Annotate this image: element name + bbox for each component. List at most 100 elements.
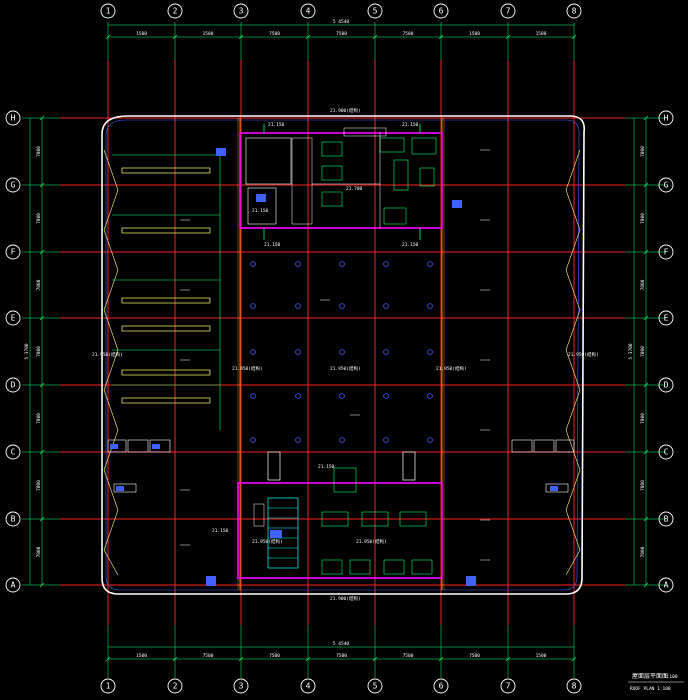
svg-text:F: F: [664, 248, 669, 257]
left-dimension-segment: 7800: [36, 279, 42, 290]
axis-bubble-top-5: 5: [367, 3, 383, 19]
axis-bubble-left-E: E: [5, 310, 21, 326]
bottom-dimension-segment: 7500: [336, 653, 347, 659]
right-dimension-segment: 7800: [640, 146, 646, 157]
label-top-edge: 21.900(结构): [330, 107, 361, 114]
axis-bubble-left-G: G: [5, 177, 21, 193]
axis-bubble-left-A: A: [5, 577, 21, 593]
axis-bubble-bottom-1: 1: [100, 678, 116, 694]
left-dimension-segment: 7800: [36, 346, 42, 357]
roof-drain-icon: [383, 303, 389, 309]
svg-text:2: 2: [173, 7, 178, 16]
roof-drain-icon: [383, 261, 389, 267]
top-dimension-segment: 7500: [403, 31, 414, 37]
right-dimension-segment: 7800: [640, 480, 646, 491]
axis-bubble-right-G: G: [658, 177, 674, 193]
axis-bubble-right-B: B: [658, 511, 674, 527]
axis-bubble-bottom-6: 6: [433, 678, 449, 694]
left-dimension-segment: 7800: [36, 413, 42, 424]
top-dimension-segment: 7500: [269, 31, 280, 37]
axis-bubble-left-H: H: [5, 110, 21, 126]
axis-bubble-top-6: 6: [433, 3, 449, 19]
bottom-dimension-segment: 1500: [536, 653, 547, 659]
label-core-lower-stair: 21.950(结构): [252, 538, 283, 545]
svg-text:3: 3: [239, 682, 244, 691]
top-dimension-segment: 1500: [136, 31, 147, 37]
roof-drain-icon: [295, 303, 301, 309]
roof-drain-icon: [339, 303, 345, 309]
axis-bubble-right-C: C: [658, 444, 674, 460]
right-dimension-segment: 7800: [640, 546, 646, 557]
roof-drain-icon: [427, 437, 433, 443]
svg-text:A: A: [664, 581, 669, 590]
label-left-wing: 21.950(结构): [92, 351, 123, 358]
roof-drain-icon: [427, 261, 433, 267]
svg-text:A: A: [11, 581, 16, 590]
right-dimension-segment: 7800: [640, 413, 646, 424]
label-center-right: 21.950(结构): [436, 365, 467, 372]
roof-drain-icon: [250, 437, 256, 443]
right-dimension-segment: 7800: [640, 213, 646, 224]
svg-text:D: D: [11, 381, 16, 390]
svg-text:E: E: [664, 314, 669, 323]
axis-bubble-bottom-4: 4: [300, 678, 316, 694]
top-dimension-segment: 1500: [469, 31, 480, 37]
left-dimension-segment: 7800: [36, 213, 42, 224]
label-core-lower-mid: 21.950(结构): [356, 538, 387, 545]
svg-text:4: 4: [306, 682, 311, 691]
svg-text:H: H: [664, 114, 669, 123]
svg-text:6: 6: [439, 682, 444, 691]
bottom-dimension-segment: 7500: [269, 653, 280, 659]
svg-text:6: 6: [439, 7, 444, 16]
roof-drain-icon: [295, 393, 301, 399]
bottom-dimension-segment: 7500: [403, 653, 414, 659]
svg-text:E: E: [11, 314, 16, 323]
right-dimension-segment: 7800: [640, 346, 646, 357]
svg-text:B: B: [11, 515, 16, 524]
axis-grid-lines: [22, 22, 666, 678]
row-c-fixtures: [107, 439, 575, 493]
axis-bubble-right-E: E: [658, 310, 674, 326]
level-labels: 21.900(结构) 21.900(结构) 21.950(结构) 21.950(…: [92, 107, 599, 602]
left-dimension-segment: 7800: [36, 546, 42, 557]
axis-bubble-right-F: F: [658, 244, 674, 260]
svg-text:5: 5: [373, 682, 378, 691]
roof-drain-icon: [250, 261, 256, 267]
building-outline: [101, 115, 586, 595]
axis-bubble-bottom-8: 8: [566, 678, 582, 694]
roof-drain-icon: [339, 261, 345, 267]
roof-drain-icon: [339, 349, 345, 355]
axis-bubble-top-4: 4: [300, 3, 316, 19]
roof-drain-icon: [427, 349, 433, 355]
left-dimension-total: 5 3700: [24, 343, 30, 360]
roof-drain-icon: [339, 437, 345, 443]
left-dimension-segment: 7800: [36, 480, 42, 491]
label-core-top-right: 21.150: [402, 122, 419, 128]
svg-text:3: 3: [239, 7, 244, 16]
left-dimension-segment: 7800: [36, 146, 42, 157]
roof-drain-icon: [250, 393, 256, 399]
roof-drain-icon: [250, 349, 256, 355]
right-dimension-segment: 7800: [640, 279, 646, 290]
svg-text:D: D: [664, 381, 669, 390]
svg-text:B: B: [664, 515, 669, 524]
label-core-lower-center: 21.150: [318, 464, 335, 470]
roof-drains: [180, 149, 490, 561]
bottom-dimension-segment: 7500: [469, 653, 480, 659]
svg-text:F: F: [11, 248, 16, 257]
svg-text:8: 8: [572, 7, 577, 16]
label-core-top-center: 21.700: [346, 186, 363, 192]
roof-slope-lines: [103, 149, 581, 576]
roof-drain-icon: [383, 393, 389, 399]
drawing-title: 屋面层平面图: [632, 673, 668, 680]
axis-bubble-top-7: 7: [500, 3, 516, 19]
title-block: 屋面层平面图 1:100 ROOF PLAN 1:100: [628, 673, 684, 692]
svg-text:C: C: [664, 448, 669, 457]
svg-text:1: 1: [106, 7, 111, 16]
axis-bubble-left-D: D: [5, 377, 21, 393]
axis-bubble-right-H: H: [658, 110, 674, 126]
top-dimension-total: 5 4540: [333, 19, 350, 25]
roof-drain-icon: [427, 303, 433, 309]
